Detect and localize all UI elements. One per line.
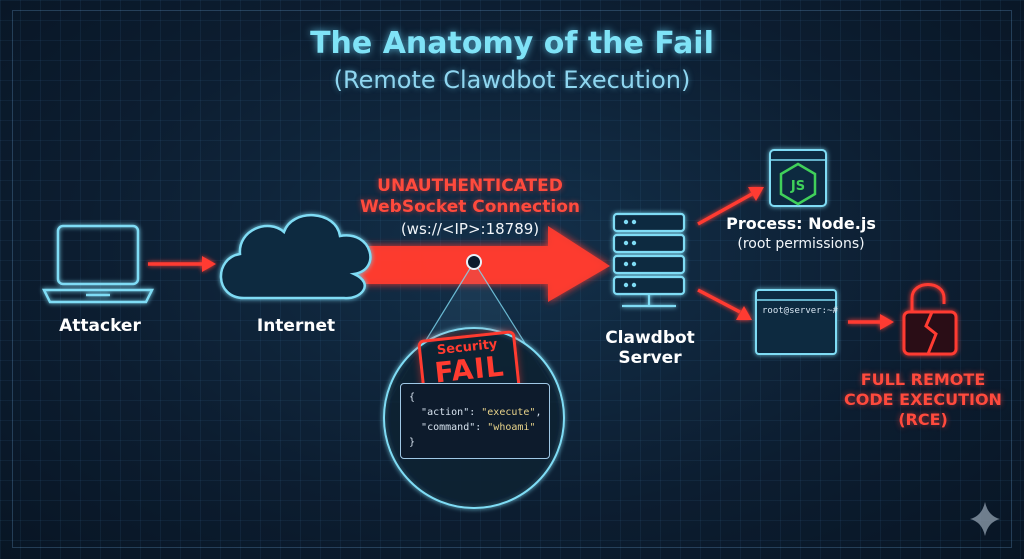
connection-label-line2: WebSocket Connection: [360, 197, 580, 217]
arrow-server-terminal: [697, 288, 752, 320]
attacker-label: Attacker: [59, 316, 141, 336]
nodejs-js-glyph: JS: [790, 179, 805, 194]
laptop-icon: [41, 224, 155, 304]
payload-close: }: [409, 437, 416, 448]
page-subtitle: (Remote Clawdbot Execution): [333, 66, 691, 94]
arrow-terminal-lock: [848, 314, 894, 330]
connection-label-line1: UNAUTHENTICATED: [377, 176, 563, 196]
payload-line-action: "action": "execute",: [421, 407, 542, 418]
page-title: The Anatomy of the Fail: [310, 26, 714, 61]
payload-line-command: "command": "whoami": [421, 422, 536, 433]
connection-url: (ws://<IP>:18789): [400, 220, 540, 238]
internet-label: Internet: [256, 316, 336, 336]
arrow-attacker-internet: [148, 256, 216, 272]
sparkle-icon: [970, 502, 1000, 536]
payload-code-box: { "action": "execute", "command": "whoam…: [400, 383, 550, 459]
server-label-line1: Clawdbot: [605, 328, 695, 348]
rce-label-line3: (RCE): [898, 410, 948, 429]
cloud-icon: [219, 214, 372, 300]
server-icon: [612, 212, 686, 308]
arrow-server-process: [697, 187, 764, 226]
server-label-line2: Server: [618, 348, 682, 368]
nodejs-window-icon: [769, 149, 827, 207]
process-title: Process: Node.js: [726, 214, 876, 233]
rce-label-line1: FULL REMOTE: [860, 370, 986, 389]
terminal-window-icon: [755, 289, 837, 355]
payload-open: {: [409, 392, 416, 403]
process-subtitle: (root permissions): [737, 236, 865, 252]
terminal-prompt: root@server:~#: [762, 306, 838, 316]
canvas-frame: [12, 10, 1012, 548]
rce-label-line2: CODE EXECUTION: [844, 390, 1002, 409]
broken-lock-icon: [902, 283, 958, 356]
